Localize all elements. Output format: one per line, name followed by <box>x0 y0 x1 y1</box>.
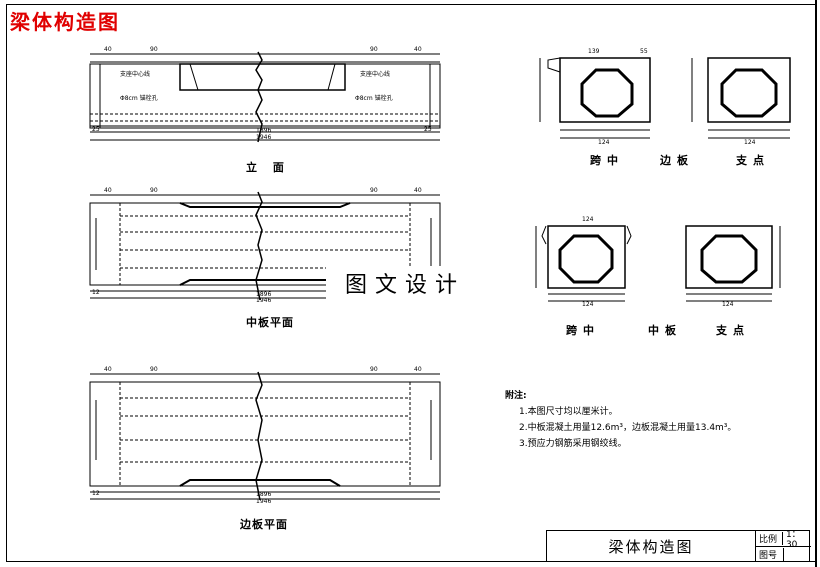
dim-label: 124 <box>722 301 734 308</box>
dim-label: 40 <box>414 366 422 373</box>
dim-label: 124 <box>582 301 594 308</box>
title-block: 梁体构造图 比例 1：30 图号 <box>546 530 811 562</box>
dim-label: 1946 <box>256 498 272 505</box>
caption-mid-plan: 中板平面 <box>246 316 294 329</box>
dim-label: 1946 <box>256 134 272 141</box>
dim-label: 40 <box>104 46 112 53</box>
note-item: 3.预应力钢筋采用钢绞线。 <box>519 439 627 449</box>
drawing-no-cell: 图号 <box>755 547 811 562</box>
dim-label: 40 <box>414 46 422 53</box>
dim-label: 90 <box>150 366 158 373</box>
dim-label: 12 <box>92 490 100 497</box>
section-top-mid <box>539 57 651 139</box>
svg-text:支座中心线: 支座中心线 <box>360 70 390 78</box>
dim-label: 40 <box>104 187 112 194</box>
svg-text:Φ8cm 锚栓孔: Φ8cm 锚栓孔 <box>355 94 393 102</box>
dim-label: 25 <box>424 126 432 133</box>
dim-label: 40 <box>104 366 112 373</box>
title-block-name: 梁体构造图 <box>547 531 756 562</box>
section-top-edge <box>691 57 791 139</box>
section-bot-mid <box>535 225 632 302</box>
note-item: 2.中板混凝土用量12.6m³，边板混凝土用量13.4m³。 <box>519 423 737 433</box>
dim-label: 139 <box>588 48 600 55</box>
scale-label: 比例 <box>755 532 783 545</box>
svg-text:支座中心线: 支座中心线 <box>120 70 150 78</box>
scale-value: 1：30 <box>785 530 801 550</box>
dim-label: 124 <box>598 139 610 146</box>
dim-label: 1896 <box>256 491 272 498</box>
edge-plate-plan <box>89 371 441 501</box>
dim-label: 55 <box>640 48 648 55</box>
notes: 附注: 1.本图尺寸均以厘米计。 2.中板混凝土用量12.6m³，边板混凝土用量… <box>505 388 736 452</box>
dim-label: 90 <box>370 46 378 53</box>
drawing-title: 梁体构造图 <box>10 10 120 34</box>
notes-heading: 附注: <box>505 391 527 401</box>
dim-label: 90 <box>150 187 158 194</box>
note-item: 1.本图尺寸均以厘米计。 <box>519 407 618 417</box>
scale-cell: 比例 1：30 <box>755 530 811 550</box>
watermark: 图文设计 <box>326 266 484 300</box>
dim-label: 1946 <box>256 297 272 304</box>
window-edge <box>815 0 817 567</box>
section-bot-support <box>685 225 781 302</box>
drawing-no-label: 图号 <box>755 548 784 561</box>
caption-section-top-edge: 边板 <box>660 154 694 167</box>
caption-edge-plan: 边板平面 <box>240 518 288 531</box>
svg-text:Φ8cm 锚栓孔: Φ8cm 锚栓孔 <box>120 94 158 102</box>
dim-label: 124 <box>582 216 594 223</box>
dim-label: 90 <box>150 46 158 53</box>
dim-label: 1896 <box>256 291 272 298</box>
dim-label: 25 <box>92 126 100 133</box>
dim-label: 90 <box>370 187 378 194</box>
dim-label: 90 <box>370 366 378 373</box>
elevation-view: 支座中心线 支座中心线 Φ8cm 锚栓孔 Φ8cm 锚栓孔 <box>89 51 441 143</box>
caption-section-bot-plate: 中板 <box>648 324 682 337</box>
dim-label: 40 <box>414 187 422 194</box>
caption-section-top-mid: 跨中 <box>590 154 624 167</box>
caption-section-top-support: 支点 <box>736 154 770 167</box>
dim-label: 124 <box>744 139 756 146</box>
dim-label: 1896 <box>256 127 272 134</box>
dim-label: 12 <box>92 289 100 296</box>
caption-elevation: 立 面 <box>246 161 290 174</box>
caption-section-bot-support: 支点 <box>716 324 750 337</box>
caption-section-bot-mid: 跨中 <box>566 324 600 337</box>
